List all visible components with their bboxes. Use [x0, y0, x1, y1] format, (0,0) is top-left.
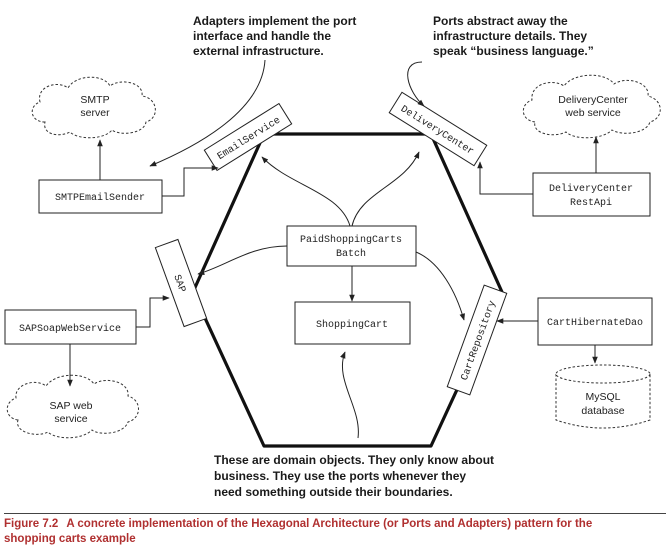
paid-shopping-carts-batch-label: PaidShoppingCarts — [300, 234, 402, 246]
figure-label: Figure 7.2 — [4, 518, 59, 530]
smtp-email-sender-box: SMTPEmailSender — [38, 179, 163, 214]
adapters-note-pointer — [149, 59, 266, 167]
figure-caption: Figure 7.2 A concrete implementation of t… — [4, 513, 666, 547]
adapters-note-line1: Adapters implement the port — [193, 14, 356, 28]
ports-note-line1: Ports abstract away the — [433, 14, 568, 28]
caption-text-line2: shopping carts example — [4, 533, 136, 545]
ports-note-line2: infrastructure details. They — [433, 29, 587, 43]
ports-note-pointer — [407, 61, 425, 107]
smtp-server-cloud: SMTP server — [31, 76, 156, 139]
smtp-server-label: SMTP — [80, 94, 109, 106]
adapters-note: Adapters implement the port interface an… — [193, 14, 356, 58]
mysql-label: MySQL — [585, 391, 620, 403]
delivery-center-web-service-label: DeliveryCenter — [558, 94, 628, 106]
sap-port: SAP — [154, 238, 208, 328]
sap-web-service-cloud: SAP web service — [6, 374, 139, 439]
smtp-sender-to-email-service-arrow — [162, 165, 219, 197]
batch-to-sap-arrow — [197, 245, 288, 275]
domain-note-line3: need something outside their boundaries. — [214, 485, 453, 499]
rest-api-to-delivery-center-arrow — [477, 161, 533, 195]
shopping-cart-label: ShoppingCart — [316, 319, 388, 331]
domain-note: These are domain objects. They only know… — [214, 453, 494, 499]
shopping-cart-box: ShoppingCart — [294, 301, 411, 345]
batch-to-email-service-arrow — [261, 156, 351, 227]
cart-hibernate-dao-label: CartHibernateDao — [547, 317, 643, 329]
adapters-note-line2: interface and handle the — [193, 29, 331, 43]
sap-web-service-label-line2: service — [54, 413, 87, 425]
domain-note-line2: business. They use the ports whenever th… — [214, 469, 466, 483]
smtp-email-sender-label: SMTPEmailSender — [55, 192, 145, 204]
batch-to-cart-repository-arrow — [415, 251, 465, 321]
hexagonal-architecture-diagram: SMTP server DeliveryCenter web service S… — [4, 14, 661, 499]
ports-note-line3: speak “business language.” — [433, 44, 594, 58]
domain-note-pointer — [340, 351, 359, 439]
batch-to-delivery-center-arrow — [351, 151, 420, 227]
ports-note: Ports abstract away the infrastructure d… — [433, 14, 594, 58]
delivery-center-web-service-label-line2: web service — [564, 107, 621, 119]
hexagon-boundary — [191, 132, 504, 448]
paid-shopping-carts-batch-label-line2: Batch — [336, 248, 366, 260]
domain-note-line1: These are domain objects. They only know… — [214, 453, 494, 467]
adapters-note-line3: external infrastructure. — [193, 44, 324, 58]
email-service-port: EmailService — [203, 102, 293, 172]
cart-repository-port: CartRepository — [446, 284, 508, 396]
delivery-center-rest-api-box: DeliveryCenter RestApi — [532, 172, 651, 217]
soap-to-sap-arrow — [136, 295, 170, 328]
delivery-center-port: DeliveryCenter — [388, 91, 488, 167]
delivery-center-web-service-cloud: DeliveryCenter web service — [522, 74, 661, 139]
sap-web-service-label: SAP web — [50, 400, 93, 412]
mysql-label-line2: database — [581, 405, 624, 417]
caption-text-line1: A concrete implementation of the Hexagon… — [66, 518, 593, 530]
mysql-database-cylinder: MySQL database — [555, 364, 651, 429]
paid-shopping-carts-batch-box: PaidShoppingCarts Batch — [286, 225, 417, 267]
smtp-server-label-line2: server — [80, 107, 110, 119]
delivery-center-rest-api-label-line2: RestApi — [570, 197, 612, 209]
delivery-center-rest-api-label: DeliveryCenter — [549, 183, 633, 195]
sap-soap-web-service-label: SAPSoapWebService — [19, 323, 121, 335]
sap-soap-web-service-box: SAPSoapWebService — [4, 309, 137, 345]
caption-line1: Figure 7.2 A concrete implementation of t… — [4, 517, 666, 532]
cart-hibernate-dao-box: CartHibernateDao — [537, 297, 653, 346]
